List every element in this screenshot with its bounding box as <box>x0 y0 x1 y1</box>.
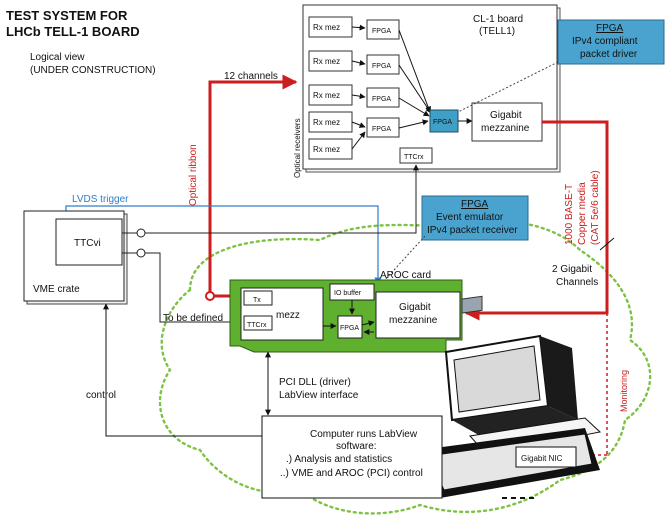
title-line2: LHCb TELL-1 BOARD <box>6 24 140 39</box>
computer-line1: Computer runs LabView <box>310 429 418 440</box>
cl1-board: CL-1 board (TELL1) Rx mez Rx mez Rx mez … <box>293 4 561 178</box>
computer-line3: .) Analysis and statistics <box>286 454 392 465</box>
rx-mez-2: Rx mez <box>313 57 340 66</box>
pci-label-1: PCI DLL (driver) <box>279 377 351 388</box>
copper-label-2: Copper media <box>577 182 588 245</box>
fpga-callout-top-line2: packet driver <box>580 49 638 60</box>
fpga-callout-top-heading: FPGA <box>596 23 624 34</box>
rx-to-fpga-links <box>351 24 366 150</box>
aroc-gigabit-label-2: mezzanine <box>389 315 438 326</box>
ttcvi-to-cl1-link <box>122 165 416 234</box>
aroc-io-buffer-label: IO buffer <box>334 290 362 297</box>
aroc-gigabit-label-1: Gigabit <box>399 302 431 313</box>
control-link: control <box>86 303 262 437</box>
cl1-ttcrx: TTCrx <box>404 154 424 161</box>
lvds-trigger-label: LVDS trigger <box>72 194 129 205</box>
pci-label-2: LabView interface <box>279 390 359 401</box>
vme-crate: TTCvi VME crate <box>23 210 146 305</box>
fpga-to-center-links <box>398 29 432 129</box>
fpga-callout-top-line1: IPv4 compliant <box>572 36 638 47</box>
computer-line2: software: <box>336 441 377 452</box>
aroc-mezz-label: mezz <box>276 310 300 321</box>
two-gigabit-label-1: 2 Gigabit <box>552 264 592 275</box>
optical-receivers-label: Optical receivers <box>293 118 302 178</box>
subtitle-line2: (UNDER CONSTRUCTION) <box>30 65 156 76</box>
two-gigabit-label-2: Channels <box>556 277 598 288</box>
title-block: TEST SYSTEM FOR LHCb TELL-1 BOARD Logica… <box>6 8 156 76</box>
subtitle-line1: Logical view <box>30 52 85 63</box>
computer: Computer runs LabView software: .) Analy… <box>261 295 602 499</box>
optical-ribbon-label: Optical ribbon <box>188 144 199 206</box>
ttcvi-label: TTCvi <box>74 238 101 249</box>
cl1-fpga-4: FPGA <box>372 126 391 133</box>
vme-crate-label: VME crate <box>33 284 80 295</box>
rx-mez-3: Rx mez <box>313 91 340 100</box>
computer-line4: ..) VME and AROC (PCI) control <box>280 468 423 479</box>
fpga-callout-mid: FPGA Event emulator IPv4 packet receiver <box>351 195 529 317</box>
cl1-gigabit-label-1: Gigabit <box>490 110 522 121</box>
ttcvi-to-aroc-link <box>122 252 241 322</box>
pci-link: PCI DLL (driver) LabView interface <box>265 351 359 416</box>
gigabit-nic-label: Gigabit NIC <box>521 454 563 463</box>
aroc-fpga-label: FPGA <box>340 325 359 332</box>
cl1-gigabit-label-2: mezzanine <box>481 123 530 134</box>
optical-ribbon-link: 12 channels Optical ribbon <box>188 71 298 301</box>
fpga-callout-mid-heading: FPGA <box>461 199 489 210</box>
connector-circle-icon <box>136 248 146 258</box>
copper-label-3: (CAT 5e/6 cable) <box>590 170 601 245</box>
cl1-fpga-3: FPGA <box>372 96 391 103</box>
aroc-tx-label: Tx <box>253 297 261 304</box>
fpga-callout-top: FPGA IPv4 compliant packet driver <box>457 19 665 113</box>
connector-circle-icon <box>205 291 215 301</box>
copper-media-link: 1000 BASE-T Copper media (CAT 5e/6 cable… <box>464 120 615 321</box>
connector-circle-icon <box>136 228 146 238</box>
copper-label-1: 1000 BASE-T <box>564 184 575 245</box>
twelve-channels-label: 12 channels <box>224 71 278 82</box>
lab-area-dotted-outline <box>158 220 652 515</box>
cl1-board-label: CL-1 board <box>473 14 523 25</box>
monitoring-label: Monitoring <box>619 370 629 412</box>
fpga-callout-mid-line1: Event emulator <box>436 212 504 223</box>
control-label: control <box>86 390 116 401</box>
aroc-card: AROC card mezz Tx TTCrx IO buffer FPGA G… <box>229 270 463 353</box>
rx-mez-4: Rx mez <box>313 118 340 127</box>
cl1-board-sublabel: (TELL1) <box>479 26 515 37</box>
cl1-fpga-1: FPGA <box>372 28 391 35</box>
title-line1: TEST SYSTEM FOR <box>6 8 128 23</box>
aroc-card-label: AROC card <box>380 270 431 281</box>
rx-mez-5: Rx mez <box>313 145 340 154</box>
fpga-callout-mid-line2: IPv4 packet receiver <box>427 225 518 236</box>
to-be-defined-label: To be defined <box>163 313 223 324</box>
cl1-center-fpga: FPGA <box>433 119 452 126</box>
aroc-ttcrx-label: TTCrx <box>247 322 267 329</box>
rx-mez-1: Rx mez <box>313 23 340 32</box>
cl1-fpga-2: FPGA <box>372 63 391 70</box>
